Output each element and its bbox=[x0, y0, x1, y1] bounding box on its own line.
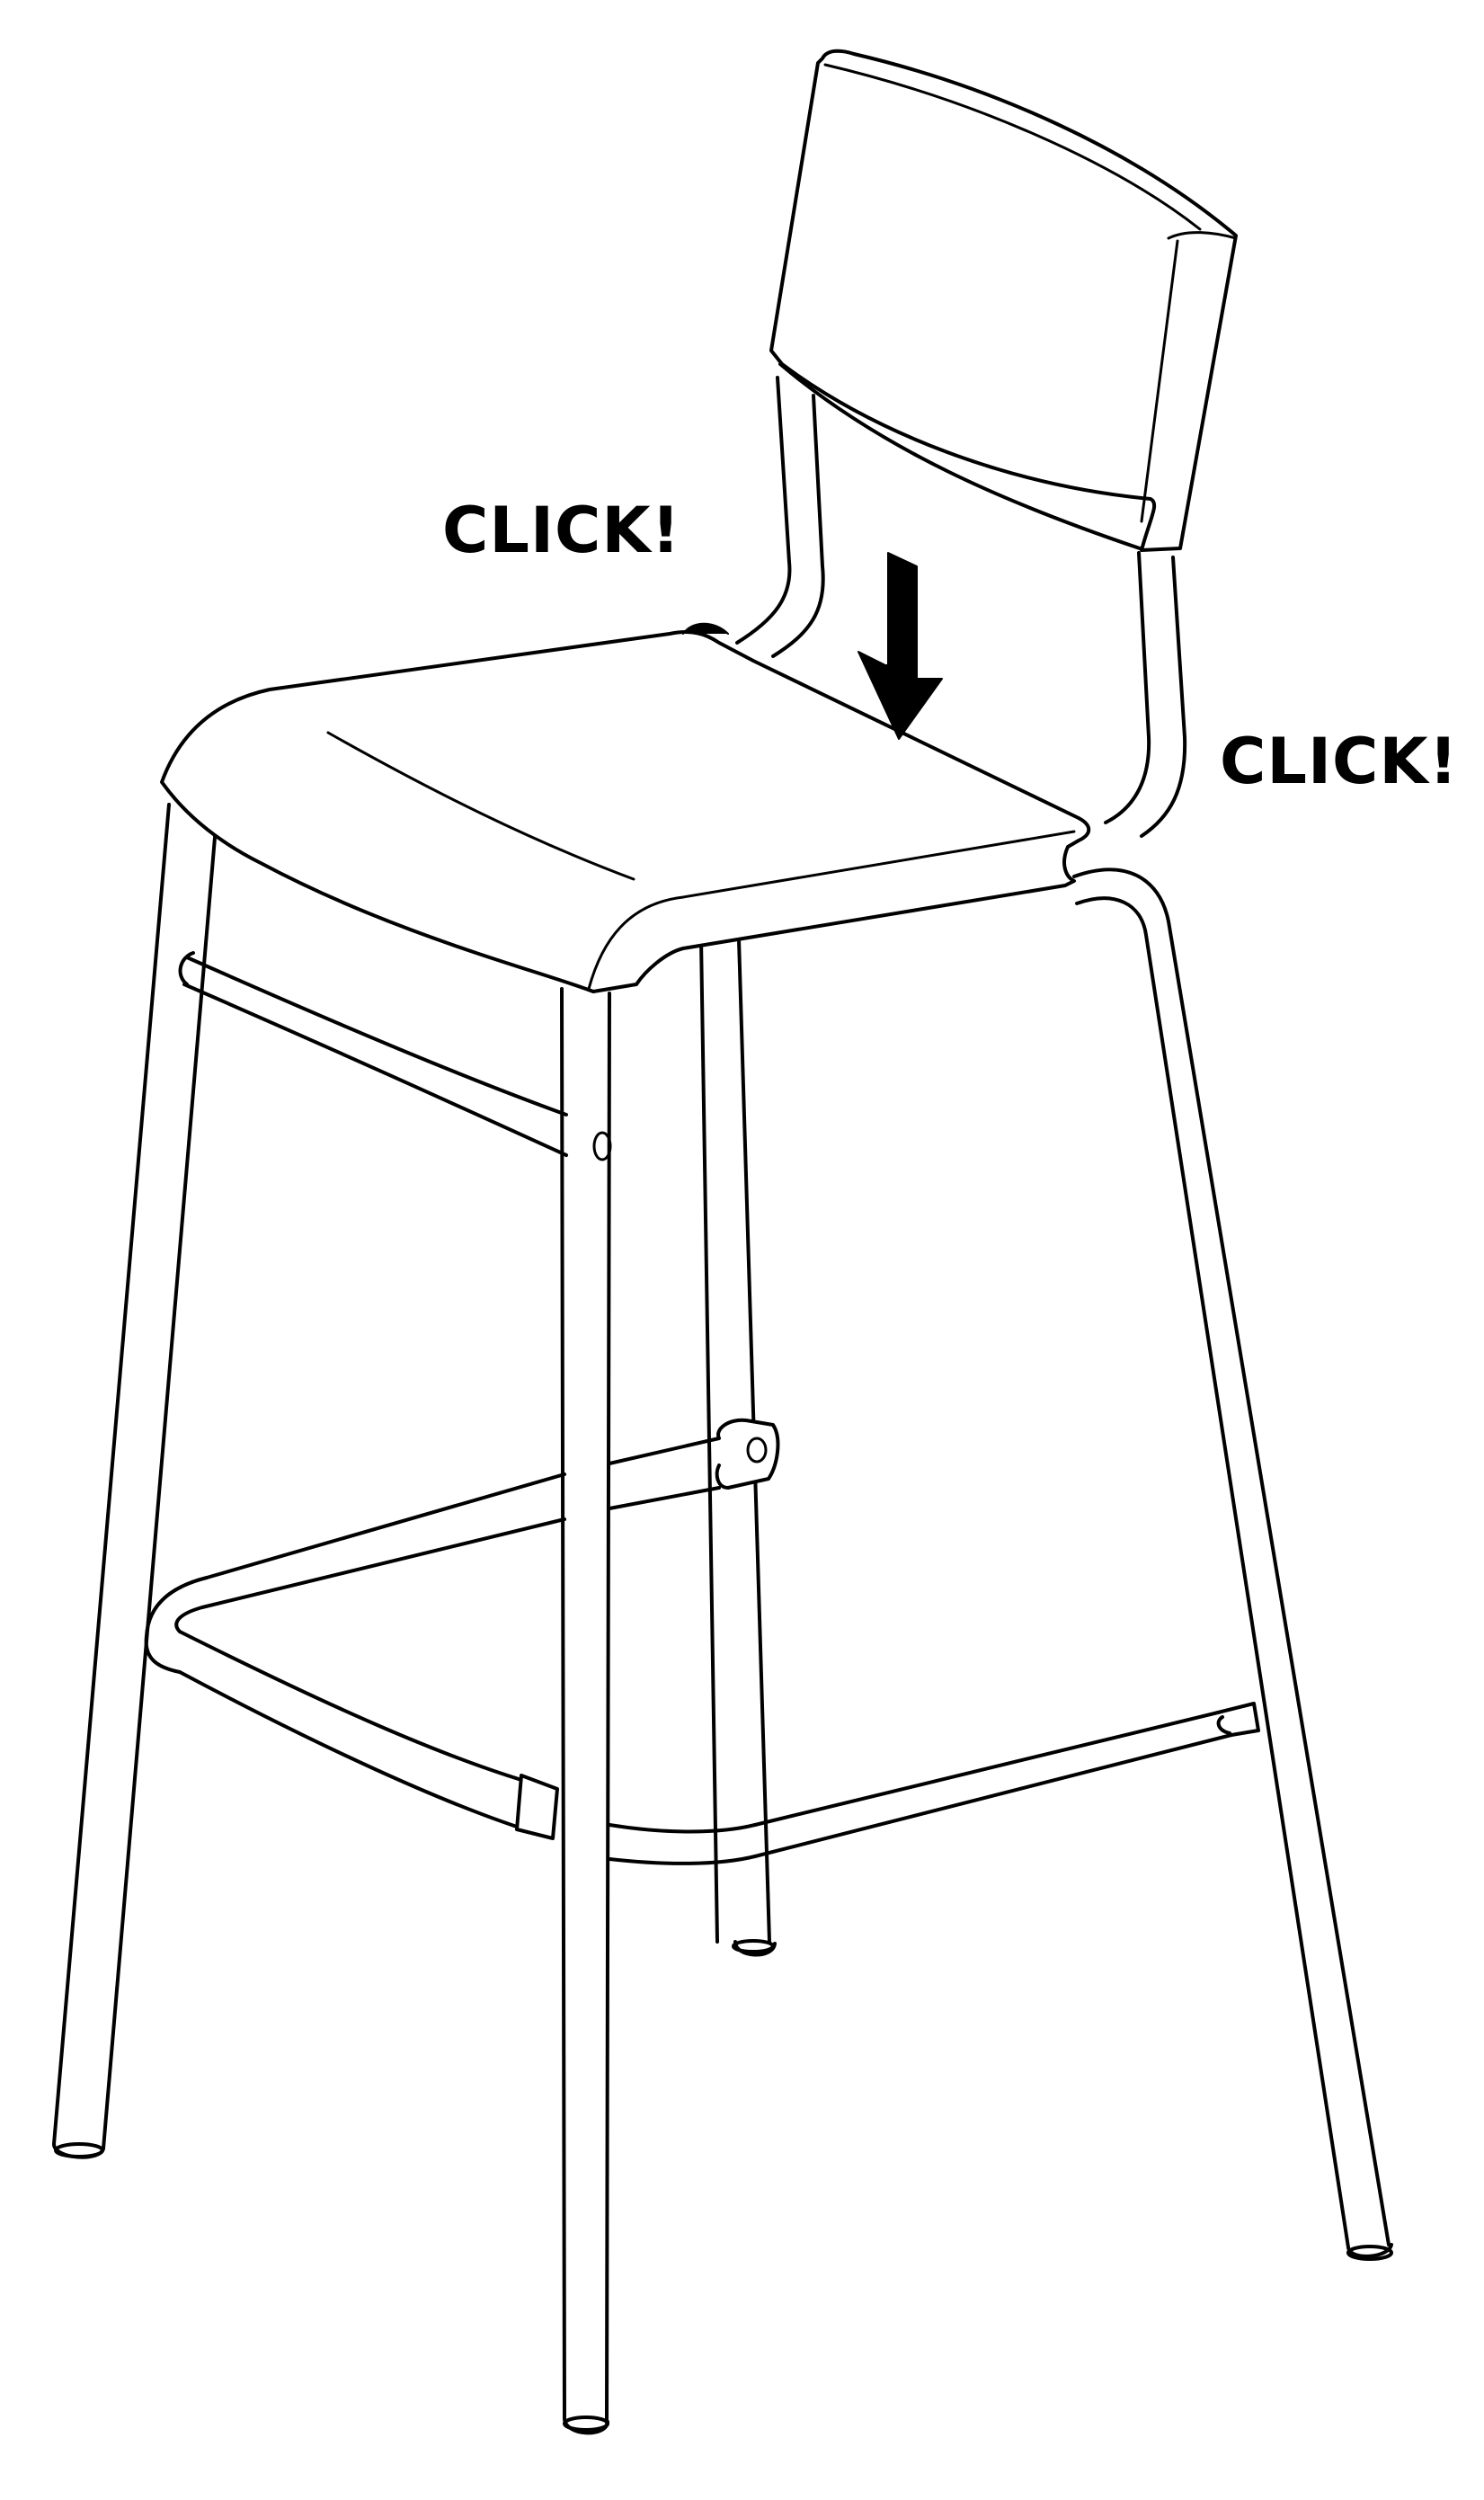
seat bbox=[160, 622, 1091, 993]
down-arrow-icon bbox=[858, 552, 943, 740]
backrest-posts bbox=[735, 376, 1187, 838]
front-right-leg bbox=[560, 987, 612, 2435]
footrest-ring bbox=[144, 1418, 1260, 1865]
backrest bbox=[769, 49, 1238, 552]
click-label-seat-left: CLICK! bbox=[442, 494, 681, 567]
upper-side-rail bbox=[178, 951, 568, 1157]
click-label-seat-right: CLICK! bbox=[1220, 725, 1459, 798]
front-left-leg bbox=[52, 803, 218, 2159]
back-right-leg bbox=[1072, 867, 1393, 2261]
